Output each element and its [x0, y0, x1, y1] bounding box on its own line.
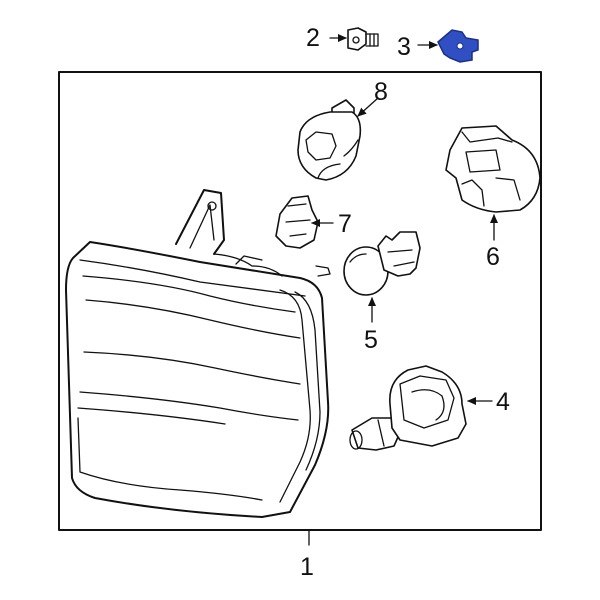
callout-8: 8 [374, 78, 388, 106]
callout-7: 7 [338, 210, 352, 238]
assembly-frame [58, 71, 542, 531]
callout-1: 1 [300, 553, 314, 581]
callout-5: 5 [364, 326, 378, 354]
socket-icon-8[interactable] [297, 99, 362, 181]
callout-3: 3 [397, 33, 411, 61]
callout-6: 6 [486, 243, 500, 271]
wedge-bulb-icon[interactable] [275, 195, 319, 249]
headlamp-housing[interactable] [65, 189, 331, 518]
retainer-clip-icon[interactable] [437, 29, 479, 63]
bulb-icon-5[interactable] [343, 231, 421, 296]
callout-2: 2 [306, 24, 320, 52]
socket-icon-6[interactable] [445, 125, 541, 213]
leader-8 [357, 97, 379, 117]
headlamp-bulb-icon[interactable] [349, 365, 467, 451]
callout-4: 4 [496, 388, 510, 416]
bolt-icon[interactable] [347, 27, 379, 51]
